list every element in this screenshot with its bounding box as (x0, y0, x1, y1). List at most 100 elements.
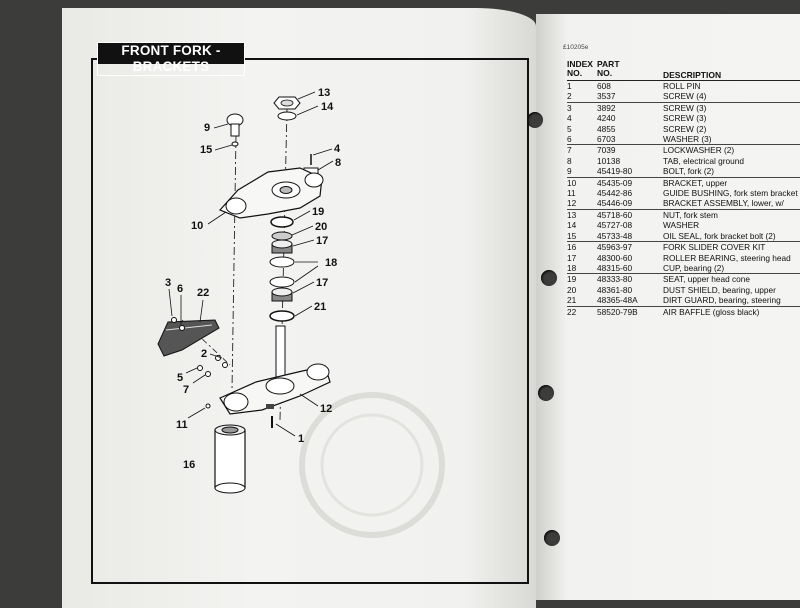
row-index: 10 (567, 176, 597, 189)
small-screws (171, 317, 228, 409)
row-index: 8 (567, 155, 572, 166)
binder-hole (538, 385, 554, 401)
callout: 6 (177, 283, 183, 295)
row-part-no: 45442-86 (597, 188, 633, 199)
row-description: BRACKET, upper (663, 176, 800, 189)
air-baffle (157, 319, 220, 357)
row-part-no: 45963-97 (597, 241, 663, 253)
oil-seal (231, 141, 239, 147)
row-part-no: 6703 (597, 134, 616, 145)
table-row: 11 45442-86 GUIDE BUSHING, fork stem brack… (567, 188, 800, 198)
row-index: 11 (567, 188, 576, 199)
row-index: 21 (567, 295, 577, 306)
row-index: 1 (567, 81, 572, 91)
figure-frame (91, 58, 529, 584)
binder-hole (541, 270, 557, 286)
row-part-no: 3537 (597, 91, 616, 102)
callout: 1 (298, 433, 304, 445)
callout: 13 (318, 87, 330, 99)
washer (277, 111, 297, 121)
callout: 12 (320, 403, 332, 415)
row-index: 7 (567, 144, 597, 156)
row-part-no: 48365-48A (597, 295, 638, 306)
lower-bracket-assembly (219, 325, 331, 415)
row-description: AIR BAFFLE (gloss black) (663, 305, 800, 317)
row-description: CUP, bearing (2) (663, 262, 725, 273)
callout: 17 (316, 235, 328, 247)
row-index: 22 (567, 305, 597, 317)
row-part-no: 4240 (597, 113, 616, 124)
row-description: FORK SLIDER COVER KIT (663, 241, 800, 253)
row-description: GUIDE BUSHING, fork stem bracket (663, 188, 798, 199)
callout: 11 (176, 419, 188, 431)
row-description: LOCKWASHER (2) (663, 144, 800, 156)
row-description: SCREW (4) (663, 91, 707, 102)
row-index: 14 (567, 220, 577, 231)
row-description: OIL SEAL, fork bracket bolt (2) (663, 230, 776, 241)
row-index: 3 (567, 101, 597, 114)
row-part-no: 58520-79B (597, 305, 663, 317)
callout: 19 (312, 206, 324, 218)
callout: 8 (335, 157, 341, 169)
callout: 4 (334, 143, 341, 155)
row-part-no: 45718-60 (597, 208, 663, 221)
callout: 5 (177, 372, 183, 384)
row-index: 5 (567, 123, 572, 134)
callout: 9 (204, 122, 210, 134)
row-index: 20 (567, 284, 577, 295)
row-description: SCREW (3) (663, 101, 800, 114)
row-index: 16 (567, 241, 597, 253)
upper-bracket (218, 167, 324, 219)
callout: 22 (197, 287, 209, 299)
callout: 2 (201, 348, 207, 360)
row-description: ROLL PIN (663, 81, 701, 91)
callout: 7 (183, 384, 189, 396)
row-index: 15 (567, 230, 577, 241)
row-index: 12 (567, 198, 577, 209)
row-description: TAB, electrical ground (663, 155, 745, 166)
row-part-no: 48333-80 (597, 273, 663, 285)
row-part-no: 45446-09 (597, 198, 633, 209)
row-description: SCREW (2) (663, 123, 707, 134)
callout: 20 (315, 221, 327, 233)
callout-labels: 13 14 9 15 4 8 10 19 20 17 18 17 21 3 6 … (165, 87, 341, 471)
row-description: BOLT, fork (2) (663, 166, 715, 177)
row-description: WASHER (3) (663, 134, 712, 145)
row-index: 17 (567, 252, 577, 263)
table-row: 8 10138 TAB, electrical ground (567, 156, 800, 166)
callout: 10 (191, 220, 203, 232)
stem-nut (273, 96, 301, 110)
row-index: 9 (567, 166, 572, 177)
row-part-no: 10138 (597, 155, 621, 166)
row-part-no: 4855 (597, 123, 616, 134)
leader-lines (168, 91, 334, 437)
row-index: 13 (567, 208, 597, 221)
table-row: 2 3537 SCREW (4) (567, 91, 800, 102)
row-part-no: 45435-09 (597, 176, 663, 189)
row-index: 2 (567, 91, 572, 102)
row-part-no: 45733-48 (597, 230, 633, 241)
row-part-no: 45727-08 (597, 220, 633, 231)
row-part-no: 48315-60 (597, 262, 633, 273)
header-description: DESCRIPTION (663, 70, 722, 80)
table-row: 5 4855 SCREW (2) (567, 124, 800, 134)
